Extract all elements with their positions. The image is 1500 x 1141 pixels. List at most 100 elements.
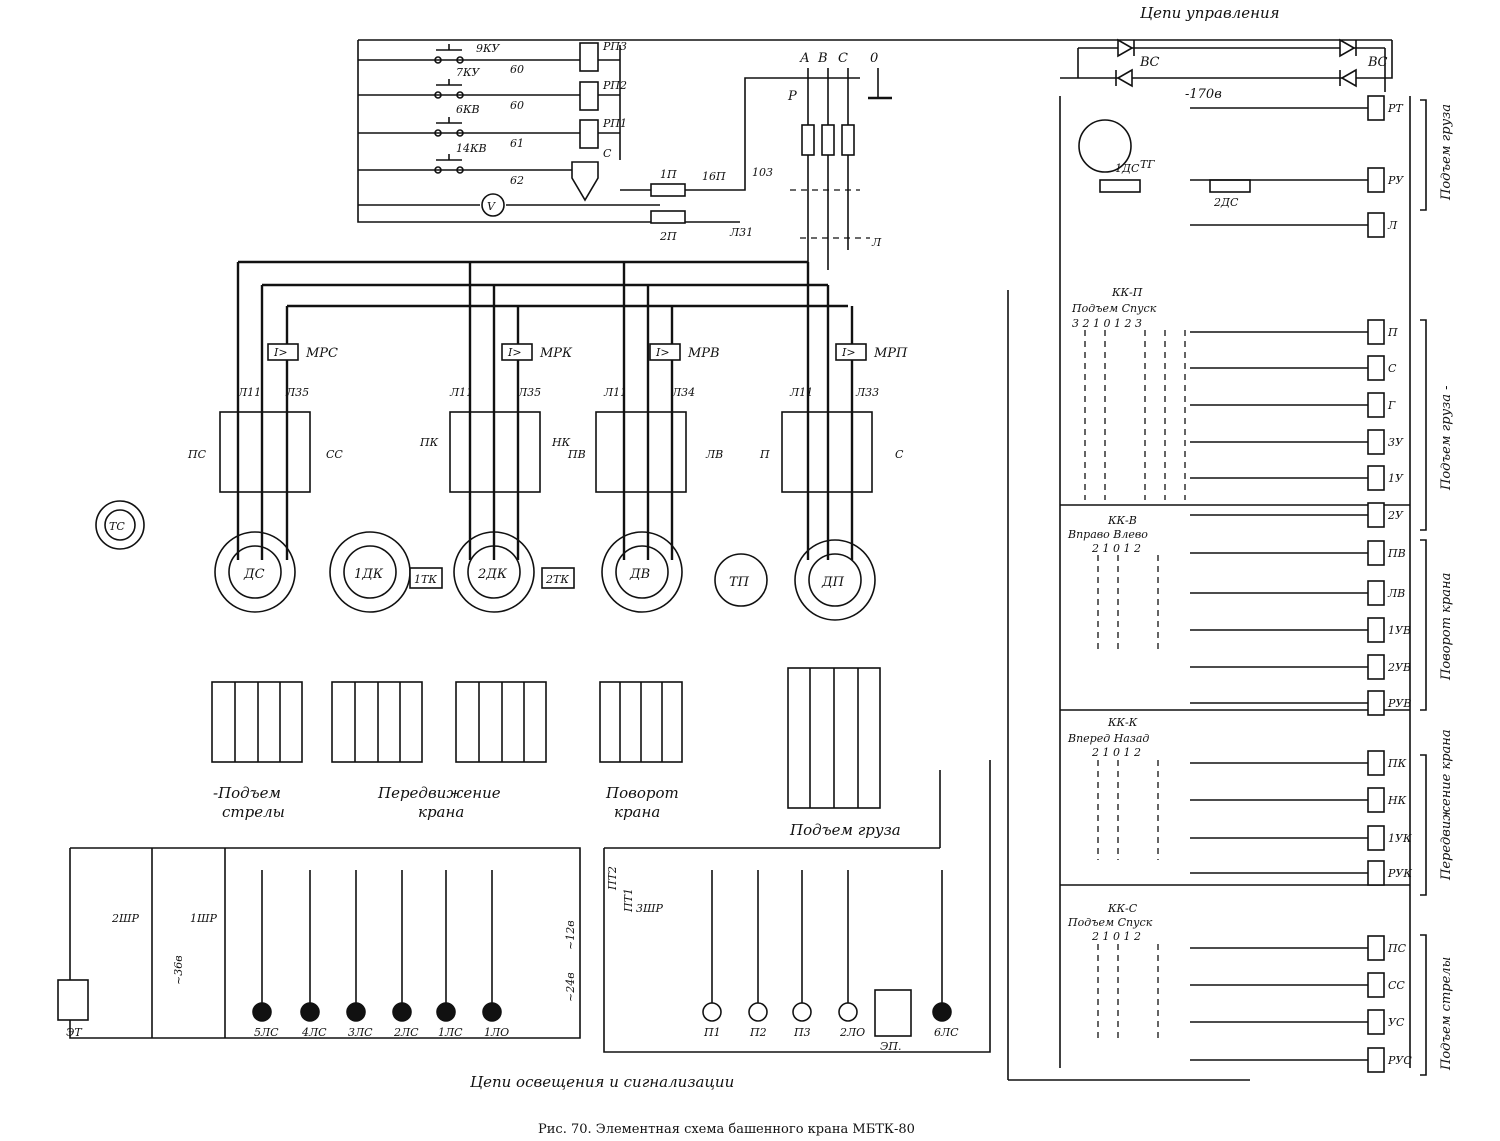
wire-60b: 60 — [510, 99, 524, 112]
relay-coil-16 — [1367, 825, 1385, 851]
rp3-label: РП3 — [602, 40, 627, 53]
relay-mrs: МРС — [305, 346, 338, 361]
lamp-8 — [792, 1002, 812, 1022]
btn-7ku: 7КУ — [456, 66, 481, 79]
kks-positions: 2 1 0 1 2 — [1091, 930, 1141, 943]
kkv-title: КК-В — [1107, 514, 1137, 527]
relay-label-П: П — [1387, 326, 1398, 339]
lamp-7 — [748, 1002, 768, 1022]
lamp-label-1ЛС: 1ЛС — [438, 1026, 463, 1039]
tr-pt2: ПТ2 — [606, 866, 619, 891]
kkv-positions: 2 1 0 1 2 — [1091, 542, 1141, 555]
motor-dp: ДП — [821, 575, 845, 590]
lamp-9 — [838, 1002, 858, 1022]
relay-label-1У: 1У — [1388, 472, 1404, 485]
caption-hoist: Подъем груза — [789, 821, 901, 839]
wire-61: 61 — [510, 137, 524, 150]
figure-caption: Рис. 70. Элементная схема башенного кран… — [538, 1122, 915, 1137]
svg-text:ВС: ВС — [1367, 55, 1388, 70]
relay-coil-15 — [1367, 787, 1385, 813]
relay-label-НК: НК — [1387, 794, 1407, 807]
fuse-2p: 2П — [659, 230, 677, 243]
tr-pt1: ПТ1 — [622, 888, 635, 913]
relay-mrv: МРВ — [687, 346, 720, 361]
svg-text:Л11: Л11 — [789, 386, 813, 399]
kkp-positions: 3 2 1 0 1 2 3 — [1072, 317, 1142, 330]
svg-text:Л: Л — [871, 236, 882, 249]
caption-boom-2: стрелы — [222, 803, 285, 821]
svg-text:Л33: Л33 — [855, 386, 879, 399]
relay-label-РУ: РУ — [1387, 174, 1404, 187]
side-hoist-1: Подъем груза — [1439, 104, 1454, 201]
relay-coil-17 — [1367, 860, 1385, 886]
wire-62: 62 — [510, 174, 524, 187]
et-label: ЭТ — [66, 1026, 83, 1039]
relay-coil-13 — [1367, 690, 1385, 716]
relay-label-3У: 3У — [1388, 436, 1404, 449]
motor-1dk: 1ДК — [354, 567, 384, 582]
svg-text:2ДС: 2ДС — [1213, 196, 1239, 209]
svg-text:V: V — [487, 200, 496, 213]
plug-1shr: 1ШР — [190, 912, 218, 925]
right-relay-coils: РТРУЛПСГ3У1У2УПВЛВ1УВ2УВРУВПКНК1УКРУКПСС… — [1190, 95, 1412, 1073]
kkp-title: КК-П — [1111, 286, 1143, 299]
power-bus — [236, 260, 854, 560]
svg-text:ПК: ПК — [419, 436, 439, 449]
lighting-block: ЭТ ЭП. 2ШР 1ШР 3ШР ~36в ~24в ~12в ПТ2 ПТ… — [57, 760, 991, 1053]
btn-9ku: 9КУ — [476, 42, 501, 55]
relay-label-РУС: РУС — [1387, 1054, 1412, 1067]
plug-3shr: 3ШР — [636, 902, 664, 915]
side-travel: Передвижение крана — [1439, 729, 1454, 881]
svg-text:П: П — [759, 448, 770, 461]
svg-text:НК: НК — [551, 436, 571, 449]
phase-c: С — [838, 51, 848, 66]
relay-coil-2 — [1367, 212, 1385, 238]
resistor-banks — [211, 667, 881, 809]
svg-text:I>: I> — [273, 346, 288, 359]
lamp-label-2ЛС: 2ЛС — [393, 1026, 419, 1039]
wire-l31: Л31 — [729, 226, 753, 239]
relay-label-Л: Л — [1387, 219, 1398, 232]
phase-0: 0 — [870, 51, 878, 66]
rp2-label: РП2 — [602, 79, 627, 92]
overload-relays: I> I> I> I> МРС МРК МРВ МРП — [267, 343, 908, 361]
relay-label-СС: СС — [1388, 979, 1405, 992]
kkk-dir: Вперед Назад — [1067, 732, 1149, 745]
lamp-5 — [482, 1002, 502, 1022]
lamp-4 — [436, 1002, 456, 1022]
rp1-label: РП1 — [602, 117, 627, 130]
kkv-dir: Вправо Влево — [1067, 528, 1148, 541]
svg-text:С: С — [895, 448, 904, 461]
caption-slew-1: Поворот — [605, 784, 679, 802]
motor-dv: ДВ — [629, 567, 650, 582]
caption-travel-2: крана — [418, 803, 464, 821]
relay-label-РТ: РТ — [1387, 102, 1404, 115]
wire-103: 103 — [752, 166, 773, 179]
caption-boom-1: -Подъем — [213, 784, 281, 802]
relay-label-ЛВ: ЛВ — [1387, 587, 1405, 600]
switch-16p: 16П — [702, 170, 726, 183]
caption-travel-1: Передвижение — [377, 784, 501, 802]
svg-text:Л11: Л11 — [237, 386, 261, 399]
svg-text:I>: I> — [841, 346, 856, 359]
control-circuits-title: Цепи управления — [1140, 4, 1280, 22]
relay-coil-11 — [1367, 617, 1385, 643]
volt-24: ~24в — [564, 972, 577, 1002]
lamp-2 — [346, 1002, 366, 1022]
relay-coil-7 — [1367, 465, 1385, 491]
svg-text:I>: I> — [655, 346, 670, 359]
relay-label-1УВ: 1УВ — [1388, 624, 1411, 637]
ep-label: ЭП. — [880, 1040, 902, 1053]
relay-label-Г: Г — [1387, 399, 1396, 412]
motor-ds: ДС — [243, 567, 265, 582]
relay-label-ПВ: ПВ — [1387, 547, 1406, 560]
caption-slew-2: крана — [614, 803, 660, 821]
phase-b: В — [817, 51, 828, 66]
lamp-label-1ЛО: 1ЛО — [484, 1026, 509, 1039]
svg-text:ПС: ПС — [187, 448, 207, 461]
tg-label: ТГ — [1140, 158, 1155, 171]
svg-text:ВС: ВС — [1139, 55, 1160, 70]
tk1-label: 1ТК — [414, 573, 437, 586]
lamp-1 — [300, 1002, 320, 1022]
